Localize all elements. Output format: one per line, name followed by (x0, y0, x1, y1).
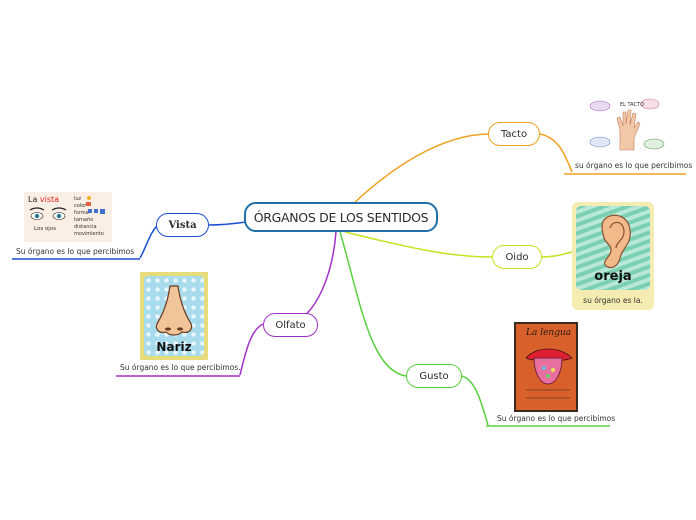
connector-tacto (354, 133, 489, 203)
connector-vista-sub (139, 224, 159, 259)
ear-icon (601, 214, 631, 269)
central-topic[interactable]: ÓRGANOS DE LOS SENTIDOS (244, 202, 438, 232)
topic-gusto[interactable]: Gusto (406, 364, 462, 388)
hand-diagram (589, 98, 665, 151)
nariz-label: Nariz (156, 340, 192, 354)
vista-item-0: luz (74, 196, 82, 202)
topic-vista[interactable]: Vista (156, 213, 209, 237)
caption-vista: Su órgano es lo que percibimos (16, 247, 135, 256)
eyes-icon (29, 196, 105, 220)
topic-gusto-label: Gusto (419, 370, 449, 382)
caption-oido: su órgano es la. (583, 296, 643, 305)
vista-item-2: forma (74, 210, 89, 216)
lengua-image[interactable]: La lengua (514, 322, 578, 412)
topic-tacto-label: Tacto (500, 128, 528, 140)
caption-olfato: Su órgano es lo que percibimos. (120, 363, 241, 372)
caption-tacto: su órgano es lo que percibimos (575, 161, 693, 170)
vista-title: La vista (28, 195, 59, 204)
connector-oido-sub (541, 251, 573, 258)
vista-item-4: distancia (74, 224, 97, 230)
vista-title-vista: vista (39, 195, 60, 204)
central-topic-label: ÓRGANOS DE LOS SENTIDOS (253, 209, 429, 225)
topic-olfato-label: Olfato (275, 319, 306, 331)
connector-gusto-sub (461, 375, 489, 426)
topic-olfato[interactable]: Olfato (263, 313, 318, 337)
nose-icon (155, 285, 193, 336)
tacto-center-label: EL TACTO (620, 102, 645, 108)
connector-olfato (287, 231, 337, 325)
connector-vista (208, 221, 247, 226)
connector-oido (344, 231, 493, 258)
topic-oido[interactable]: Oido (492, 245, 542, 269)
vista-title-la: La (28, 195, 38, 204)
topic-vista-label: Vista (168, 219, 197, 231)
connector-gusto (339, 231, 407, 377)
vista-item-3: tamaño (74, 217, 94, 223)
caption-gusto: Su órgano es lo que percibimos (497, 414, 616, 423)
vista-item-1: color (74, 203, 87, 209)
oreja-image[interactable]: oreja su órgano es la. (572, 202, 654, 310)
oreja-label: oreja (594, 269, 632, 284)
lengua-title: La lengua (526, 328, 572, 338)
connector-olfato-sub (239, 323, 264, 376)
connector-tacto-sub (539, 133, 573, 173)
topic-tacto[interactable]: Tacto (488, 122, 540, 146)
vista-eyes-label: Los ojos (34, 226, 57, 232)
nariz-image[interactable]: Nariz (140, 272, 208, 360)
vista-image[interactable]: La vista Los ojos luz color forma tamaño… (24, 192, 112, 242)
vista-item-5: movimiento (74, 231, 104, 237)
tongue-icon (525, 348, 573, 399)
topic-oido-label: Oido (505, 251, 529, 263)
tacto-image[interactable]: EL TACTO (588, 94, 670, 158)
